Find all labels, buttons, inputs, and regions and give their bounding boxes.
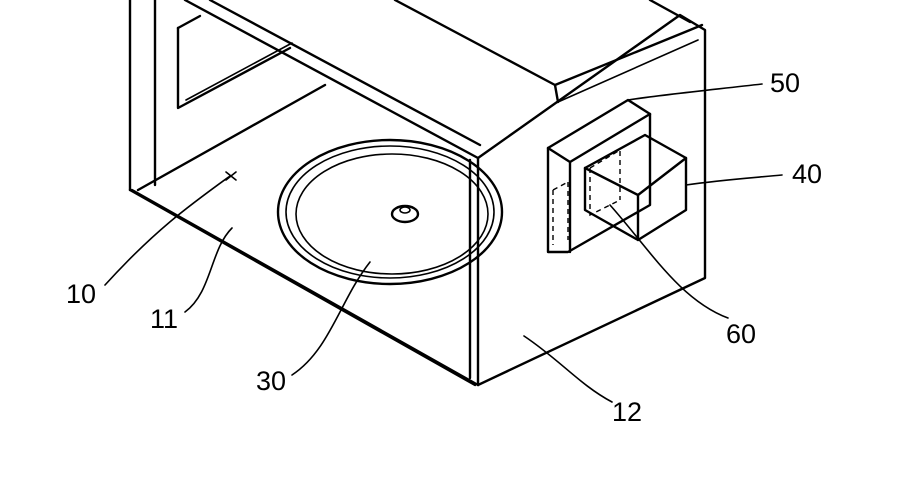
hidden-part-60 — [552, 148, 621, 245]
label-10: 10 — [66, 279, 96, 309]
top-panel-front-edge — [393, 0, 560, 104]
label-11: 11 — [150, 304, 178, 334]
label-40: 40 — [792, 159, 822, 189]
leader-10 — [104, 175, 231, 286]
top-panel-lip — [557, 39, 699, 103]
leader-50 — [627, 83, 763, 101]
top-panel-right-edge — [553, 23, 704, 87]
vent-outline — [176, 26, 292, 110]
hidden-outline-right — [589, 148, 621, 217]
label-12: 12 — [612, 397, 642, 427]
top-panel — [393, 0, 704, 104]
label-60: 60 — [726, 319, 756, 349]
leader-lines — [104, 83, 783, 403]
turntable-hub-top — [399, 206, 411, 214]
back-vent-window — [176, 14, 293, 110]
cavity-floor-back-edge — [136, 83, 327, 192]
vent-top-edge — [176, 14, 202, 30]
leader-11 — [184, 227, 233, 313]
side-panel-12 — [476, 13, 707, 387]
bottom-front-lip — [128, 188, 477, 387]
label-50: 50 — [770, 68, 800, 98]
cabinet-body — [128, 0, 482, 387]
mount-plate-top-edge — [568, 112, 652, 164]
leader-40 — [685, 174, 783, 186]
turntable-plate — [295, 153, 489, 275]
leader-60 — [609, 204, 729, 319]
side-panel-outline — [476, 13, 707, 387]
mount-plate-front-edge — [546, 146, 572, 254]
label-30: 30 — [256, 366, 286, 396]
ceiling-top-edge — [208, 0, 482, 147]
box-outline — [583, 133, 688, 242]
leader-12 — [523, 335, 613, 403]
box-top-edge — [636, 156, 688, 197]
turntable-outer-ring — [276, 138, 504, 286]
turntable-hub — [390, 204, 420, 224]
box-40 — [583, 133, 688, 242]
turntable-inner-ring — [285, 145, 495, 279]
vent-inner-line — [185, 42, 293, 101]
leader-30 — [291, 261, 371, 376]
reference-labels: 10 11 30 50 40 60 12 — [66, 68, 822, 427]
ceiling-inner-edge — [183, 0, 480, 160]
hidden-outline-left — [552, 181, 569, 245]
turntable-30 — [276, 138, 504, 286]
